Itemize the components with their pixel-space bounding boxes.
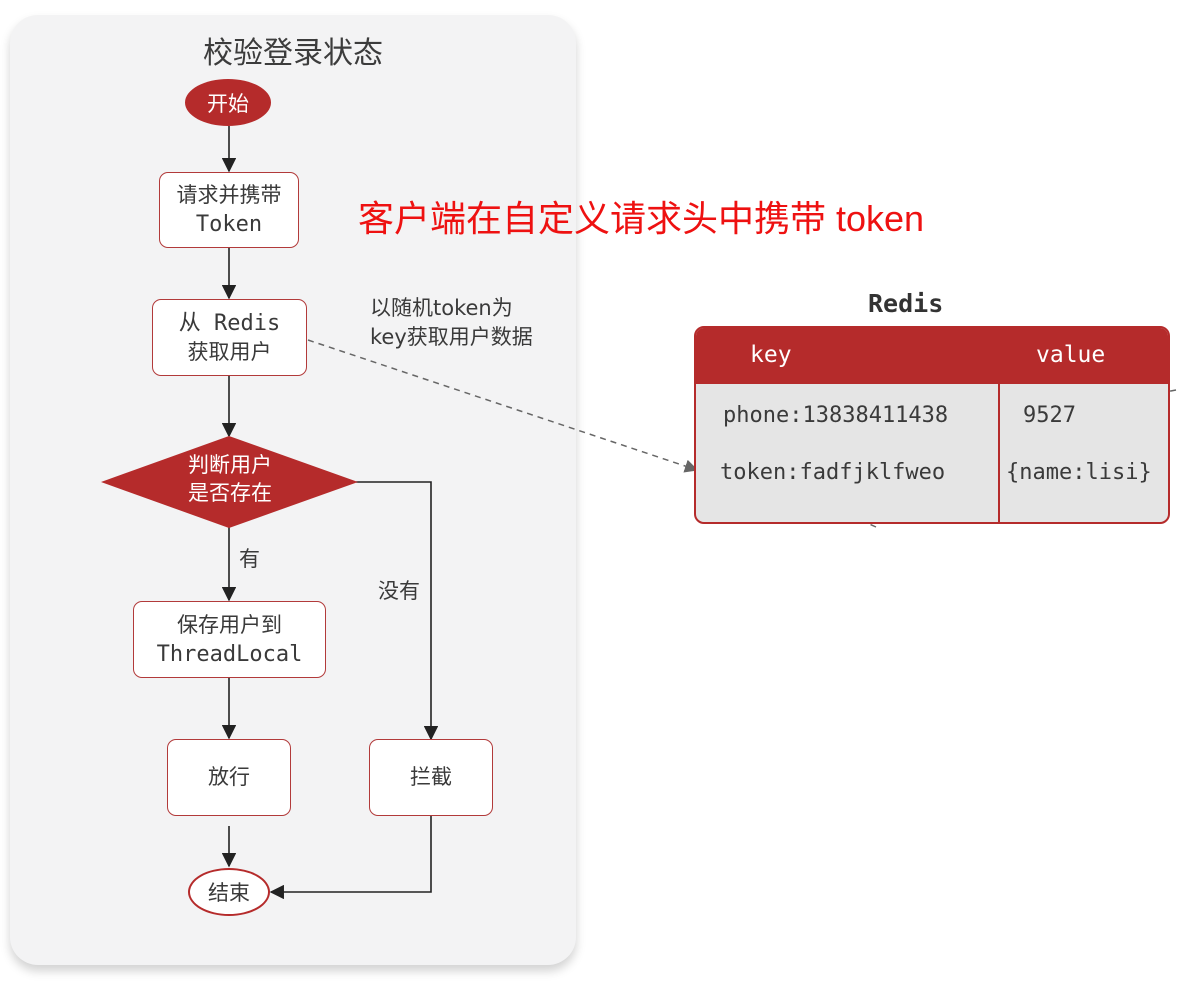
dashed-lookup-line bbox=[307, 339, 699, 473]
start-label: 开始 bbox=[207, 91, 249, 116]
redis-header-row bbox=[696, 328, 1168, 384]
lookup-note-line1: 以随机token为 bbox=[370, 296, 513, 320]
redis-column-divider bbox=[998, 384, 1000, 522]
redis-row2-key: token:fadfjklfweo bbox=[720, 460, 946, 485]
save-line1: 保存用户到 bbox=[177, 612, 282, 637]
judge-line1: 判断用户 bbox=[188, 453, 272, 477]
start-node: 开始 bbox=[185, 79, 271, 126]
pass-node: 放行 bbox=[167, 739, 291, 816]
end-node: 结束 bbox=[188, 868, 270, 916]
no-label: 没有 bbox=[378, 579, 420, 603]
yes-label: 有 bbox=[239, 547, 260, 571]
end-label: 结束 bbox=[208, 881, 250, 905]
get-user-line1: 从 Redis bbox=[178, 310, 281, 336]
judge-label: 判断用户 是否存在 bbox=[145, 451, 315, 507]
judge-diamond bbox=[101, 436, 358, 528]
get-user-node: 从 Redis 获取用户 bbox=[152, 299, 307, 376]
lookup-note-line2: key获取用户数据 bbox=[370, 325, 533, 349]
request-token-line2: Token bbox=[195, 212, 263, 237]
intercept-node: 拦截 bbox=[369, 739, 493, 816]
edge-intercept-end bbox=[269, 814, 432, 900]
redis-row1-key: phone:13838411438 bbox=[723, 403, 949, 428]
intercept-label: 拦截 bbox=[410, 765, 452, 789]
redis-header-key: key bbox=[750, 342, 792, 368]
request-token-node: 请求并携带 Token bbox=[159, 172, 299, 248]
save-line2: ThreadLocal bbox=[156, 641, 303, 667]
save-threadlocal-node: 保存用户到 ThreadLocal bbox=[133, 601, 326, 678]
header-token-annotation: 客户端在自定义请求头中携带 token bbox=[358, 198, 925, 239]
edge-judge-intercept bbox=[356, 481, 439, 741]
request-token-line1: 请求并携带 bbox=[176, 183, 282, 207]
redis-header-value: value bbox=[1036, 342, 1106, 368]
redis-table: key value phone:13838411438 9527 token:f… bbox=[694, 326, 1170, 524]
redis-row1-value: 9527 bbox=[1023, 403, 1076, 428]
pass-label: 放行 bbox=[208, 765, 250, 789]
redis-row2-value: {name:lisi} bbox=[1006, 460, 1152, 485]
lookup-note: 以随机token为 key获取用户数据 bbox=[370, 294, 533, 352]
redis-title: Redis bbox=[868, 289, 944, 318]
get-user-line2: 获取用户 bbox=[187, 339, 272, 364]
panel-title: 校验登录状态 bbox=[203, 36, 383, 71]
judge-line2: 是否存在 bbox=[188, 481, 272, 505]
